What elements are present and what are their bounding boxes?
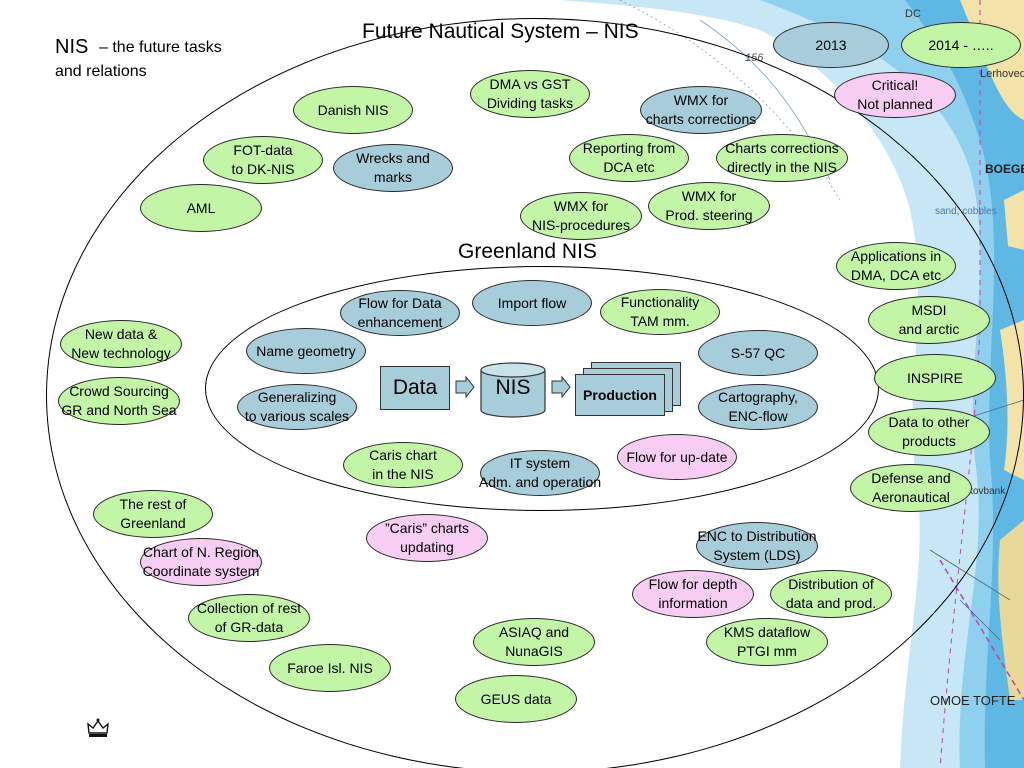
map-label-sand-cobbles: sand, cobbles bbox=[935, 206, 997, 217]
new-data-bubble: New data &New technology bbox=[60, 320, 182, 368]
map-label-lerhoved: Lerhoved bbox=[980, 68, 1024, 80]
geus-data-bubble: GEUS data bbox=[455, 675, 577, 723]
page-subtitle-line2: and relations bbox=[55, 63, 147, 80]
nis-label: NIS bbox=[495, 376, 531, 399]
data-box: Data bbox=[380, 366, 450, 410]
year-2014-bubble: 2014 - ….. bbox=[901, 22, 1021, 68]
aml-bubble: AML bbox=[140, 184, 262, 232]
greenland-nis-ring bbox=[205, 266, 879, 511]
crown-icon bbox=[87, 718, 109, 737]
faroe-nis-bubble: Faroe Isl. NIS bbox=[269, 644, 391, 692]
s57-qc-bubble: S-57 QC bbox=[698, 330, 818, 376]
production-box: Production bbox=[575, 374, 665, 416]
arrow-right-icon bbox=[551, 376, 571, 398]
year-2013-bubble: 2013 bbox=[773, 22, 889, 68]
page-subtitle-line1: – the future tasks bbox=[99, 39, 222, 56]
map-label-omoe: OMOE TOFTE bbox=[930, 693, 1016, 708]
critical-bubble: Critical!Not planned bbox=[834, 72, 956, 118]
nis-database-icon bbox=[480, 362, 546, 418]
map-label-dc: DC bbox=[905, 8, 921, 20]
cartography-bubble: Cartography,ENC-flow bbox=[698, 384, 818, 430]
import-flow-bubble: Import flow bbox=[472, 280, 592, 326]
greenland-nis-title: Greenland NIS bbox=[458, 240, 597, 263]
page-title: Future Nautical System – NIS bbox=[362, 20, 639, 43]
flow-update-bubble: Flow for up-date bbox=[617, 434, 737, 480]
arrow-right-icon bbox=[455, 376, 475, 398]
name-geometry-bubble: Name geometry bbox=[246, 328, 366, 374]
inspire-bubble: INSPIRE bbox=[874, 354, 996, 402]
map-label-boege: BOEGE bbox=[985, 162, 1024, 176]
page-subtitle-lead: NIS bbox=[55, 36, 89, 58]
danish-nis-bubble: Danish NIS bbox=[293, 86, 413, 134]
